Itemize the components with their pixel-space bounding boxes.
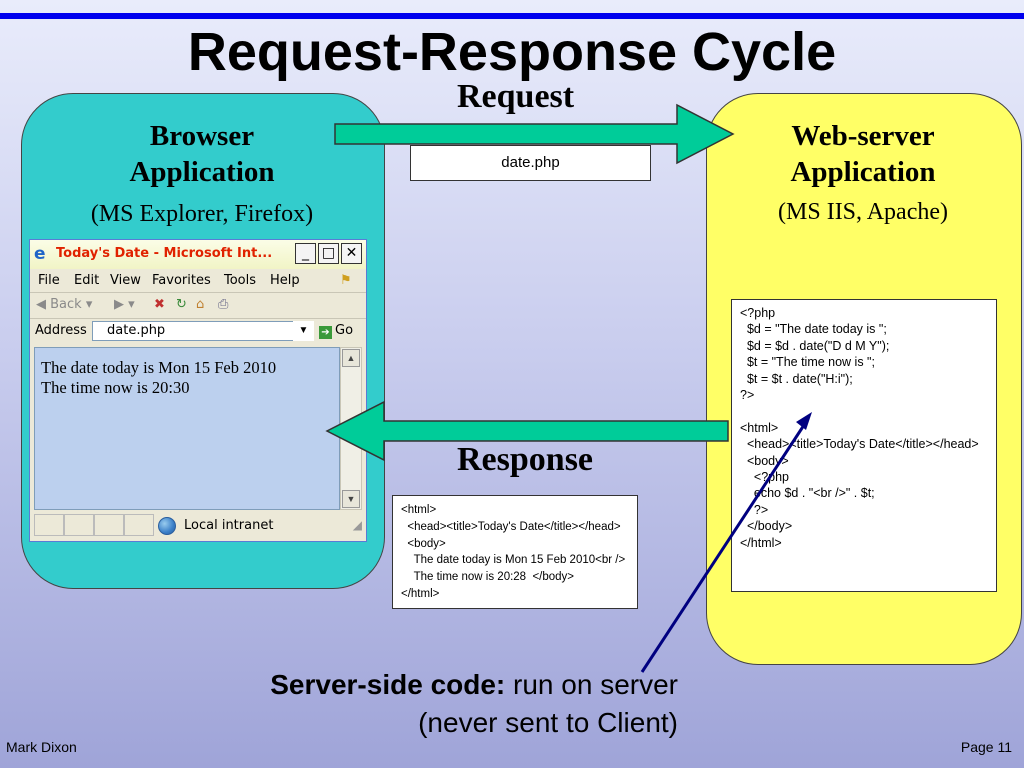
menu-tools[interactable]: Tools: [224, 273, 257, 288]
address-dropdown-icon[interactable]: ▼: [293, 321, 314, 341]
slide-title: Request-Response Cycle: [187, 22, 837, 82]
footer-author: Mark Dixon: [6, 739, 77, 755]
menu-file[interactable]: File: [38, 273, 60, 288]
back-button[interactable]: ◀ Back ▾: [36, 297, 93, 312]
response-label: Response: [457, 441, 594, 478]
annotation-line2: (never sent to Client): [418, 707, 678, 738]
forward-button[interactable]: ▶ ▾: [114, 297, 135, 312]
close-button[interactable]: ✕: [341, 243, 362, 264]
server-heading-line2: Application: [790, 156, 936, 188]
globe-icon: [158, 517, 176, 535]
print-icon[interactable]: ⎙: [218, 297, 229, 312]
status-bar: Local intranet ◢: [30, 512, 366, 541]
status-cell: [34, 514, 64, 536]
server-subheading: (MS IIS, Apache): [778, 199, 948, 225]
server-code-line: ?>: [740, 388, 755, 403]
content-line-date: The date today is Mon 15 Feb 2010: [41, 358, 277, 377]
page-content: The date today is Mon 15 Feb 2010 The ti…: [34, 347, 340, 510]
back-arrow-icon: ◀: [36, 297, 46, 312]
server-code-line: </html>: [740, 535, 782, 550]
annotation-rest: run on server: [505, 669, 678, 700]
content-line-time: The time now is 20:30: [41, 378, 190, 397]
browser-heading-line1: Browser: [149, 120, 255, 152]
browser-subheading: (MS Explorer, Firefox): [90, 201, 314, 227]
server-code-line: ?>: [740, 502, 769, 517]
server-code-line: <?php: [740, 470, 789, 485]
response-code-line: The date today is Mon 15 Feb 2010<br />: [401, 554, 626, 567]
response-code-line: <head><title>Today's Date</title></head>: [401, 520, 621, 533]
status-zone: Local intranet: [184, 518, 274, 533]
go-label: Go: [335, 323, 354, 338]
ie-icon: e: [34, 244, 46, 264]
annotation-bold: Server-side code:: [270, 669, 506, 700]
footer-page-number: Page 11: [960, 739, 1012, 755]
server-code-line: <html>: [740, 420, 779, 435]
request-label: Request: [457, 78, 575, 115]
window-title: Today's Date - Microsoft Int...: [56, 246, 273, 261]
menu-edit[interactable]: Edit: [74, 273, 100, 288]
address-bar: Address date.php ▼ ➔Go: [30, 319, 366, 345]
maximize-button[interactable]: □: [318, 243, 339, 264]
server-code-line: <?php: [740, 306, 776, 320]
server-code-line: <body>: [740, 453, 789, 468]
vertical-scrollbar[interactable]: ▲ ▼: [340, 347, 362, 510]
status-cell: [124, 514, 154, 536]
response-code-box: <html> <head><title>Today's Date</title>…: [392, 495, 638, 609]
server-heading-line1: Web-server: [791, 120, 935, 152]
server-code-line: </body>: [740, 519, 793, 534]
server-heading: Web-server Application: [706, 118, 1020, 190]
menu-bar: File Edit View Favorites Tools Help ⚑: [30, 270, 366, 293]
scroll-down-icon[interactable]: ▼: [342, 490, 360, 508]
stop-icon[interactable]: ✖: [154, 297, 165, 312]
response-code-line: <html>: [401, 504, 437, 516]
home-icon[interactable]: ⌂: [196, 297, 205, 312]
windows-logo-icon: ⚑: [340, 273, 352, 288]
back-label: Back: [50, 297, 82, 312]
scroll-up-icon[interactable]: ▲: [342, 349, 360, 367]
response-code-line: The time now is 20:28 </body>: [401, 571, 575, 584]
server-code-line: <head><title>Today's Date</title></head>: [740, 437, 979, 452]
request-url-box: date.php: [410, 145, 651, 181]
server-code-line: [740, 403, 996, 419]
address-label: Address: [35, 323, 87, 338]
server-code-box: <?php $d = "The date today is "; $d = $d…: [731, 299, 997, 592]
server-code-line: $d = "The date today is ";: [740, 322, 887, 337]
forward-arrow-icon: ▶: [114, 297, 124, 312]
server-code-line: $t = $t . date("H:i");: [740, 371, 853, 386]
annotation-line1: Server-side code: run on server: [270, 669, 678, 701]
address-input[interactable]: date.php: [92, 321, 314, 341]
server-code-line: $d = $d . date("D d M Y");: [740, 338, 890, 353]
refresh-icon[interactable]: ↻: [176, 297, 187, 312]
minimize-button[interactable]: _: [295, 243, 316, 264]
response-code-line: </html>: [401, 587, 440, 600]
go-button[interactable]: ➔Go: [319, 323, 353, 339]
window-titlebar[interactable]: e Today's Date - Microsoft Int... _ □ ✕: [30, 240, 366, 269]
status-cell: [94, 514, 124, 536]
menu-help[interactable]: Help: [270, 273, 300, 288]
browser-window: e Today's Date - Microsoft Int... _ □ ✕ …: [29, 239, 367, 542]
response-code-line: <body>: [401, 537, 446, 550]
server-code-line: $t = "The time now is ";: [740, 355, 875, 370]
menu-favorites[interactable]: Favorites: [152, 273, 211, 288]
title-rule: [0, 13, 1024, 19]
menu-view[interactable]: View: [110, 273, 141, 288]
resize-grip-icon[interactable]: ◢: [352, 518, 362, 532]
browser-heading: Browser Application: [21, 118, 383, 190]
server-code-line: echo $d . "<br />" . $t;: [740, 486, 875, 501]
browser-heading-line2: Application: [129, 156, 275, 188]
go-arrow-icon: ➔: [319, 326, 332, 339]
toolbar: ◀ Back ▾ ▶ ▾ ✖ ↻ ⌂ ⎙: [30, 293, 366, 319]
status-cell: [64, 514, 94, 536]
